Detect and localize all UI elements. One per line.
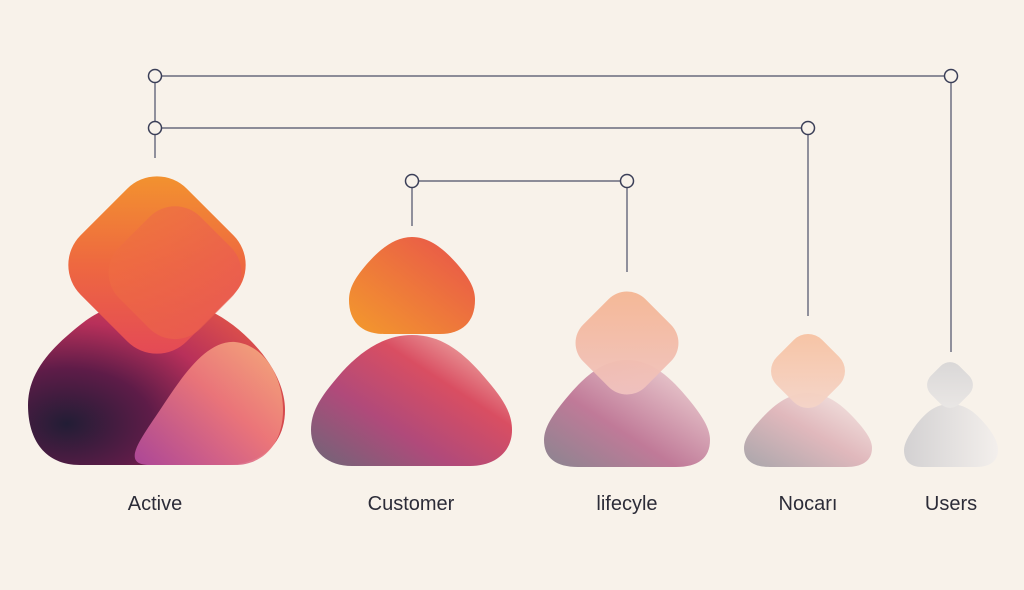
- shape-customer: [311, 237, 512, 466]
- shape-customer-base: [311, 335, 512, 466]
- shape-lifecycle: [544, 291, 710, 467]
- node-circle: [619, 173, 635, 189]
- shape-nocari-base: [744, 393, 872, 467]
- node-circle: [147, 120, 163, 136]
- connector-lines: [154, 75, 952, 352]
- label-lifecycle: lifecyle: [596, 493, 658, 515]
- shape-users-top: [927, 362, 973, 408]
- shape-customer-top: [349, 237, 475, 334]
- node-circle: [147, 68, 163, 84]
- shape-lifecycle-base: [544, 360, 710, 467]
- node-circle: [943, 68, 959, 84]
- shape-nocari-top: [771, 334, 845, 408]
- connector-nodes: [147, 68, 959, 189]
- shape-active: [28, 176, 285, 465]
- label-nocari: Nocarı: [778, 493, 838, 515]
- shape-users-base: [904, 404, 998, 467]
- shape-active-top-overlay: [108, 206, 242, 340]
- shape-nocari: [744, 334, 872, 467]
- node-circle: [404, 173, 420, 189]
- label-customer: Customer: [367, 493, 455, 515]
- shape-active-lobe: [134, 341, 283, 465]
- node-circle: [800, 120, 816, 136]
- label-users: Users: [924, 493, 978, 515]
- shape-users: [904, 362, 998, 467]
- shape-lifecycle-top: [575, 291, 679, 395]
- label-active: Active: [127, 493, 183, 515]
